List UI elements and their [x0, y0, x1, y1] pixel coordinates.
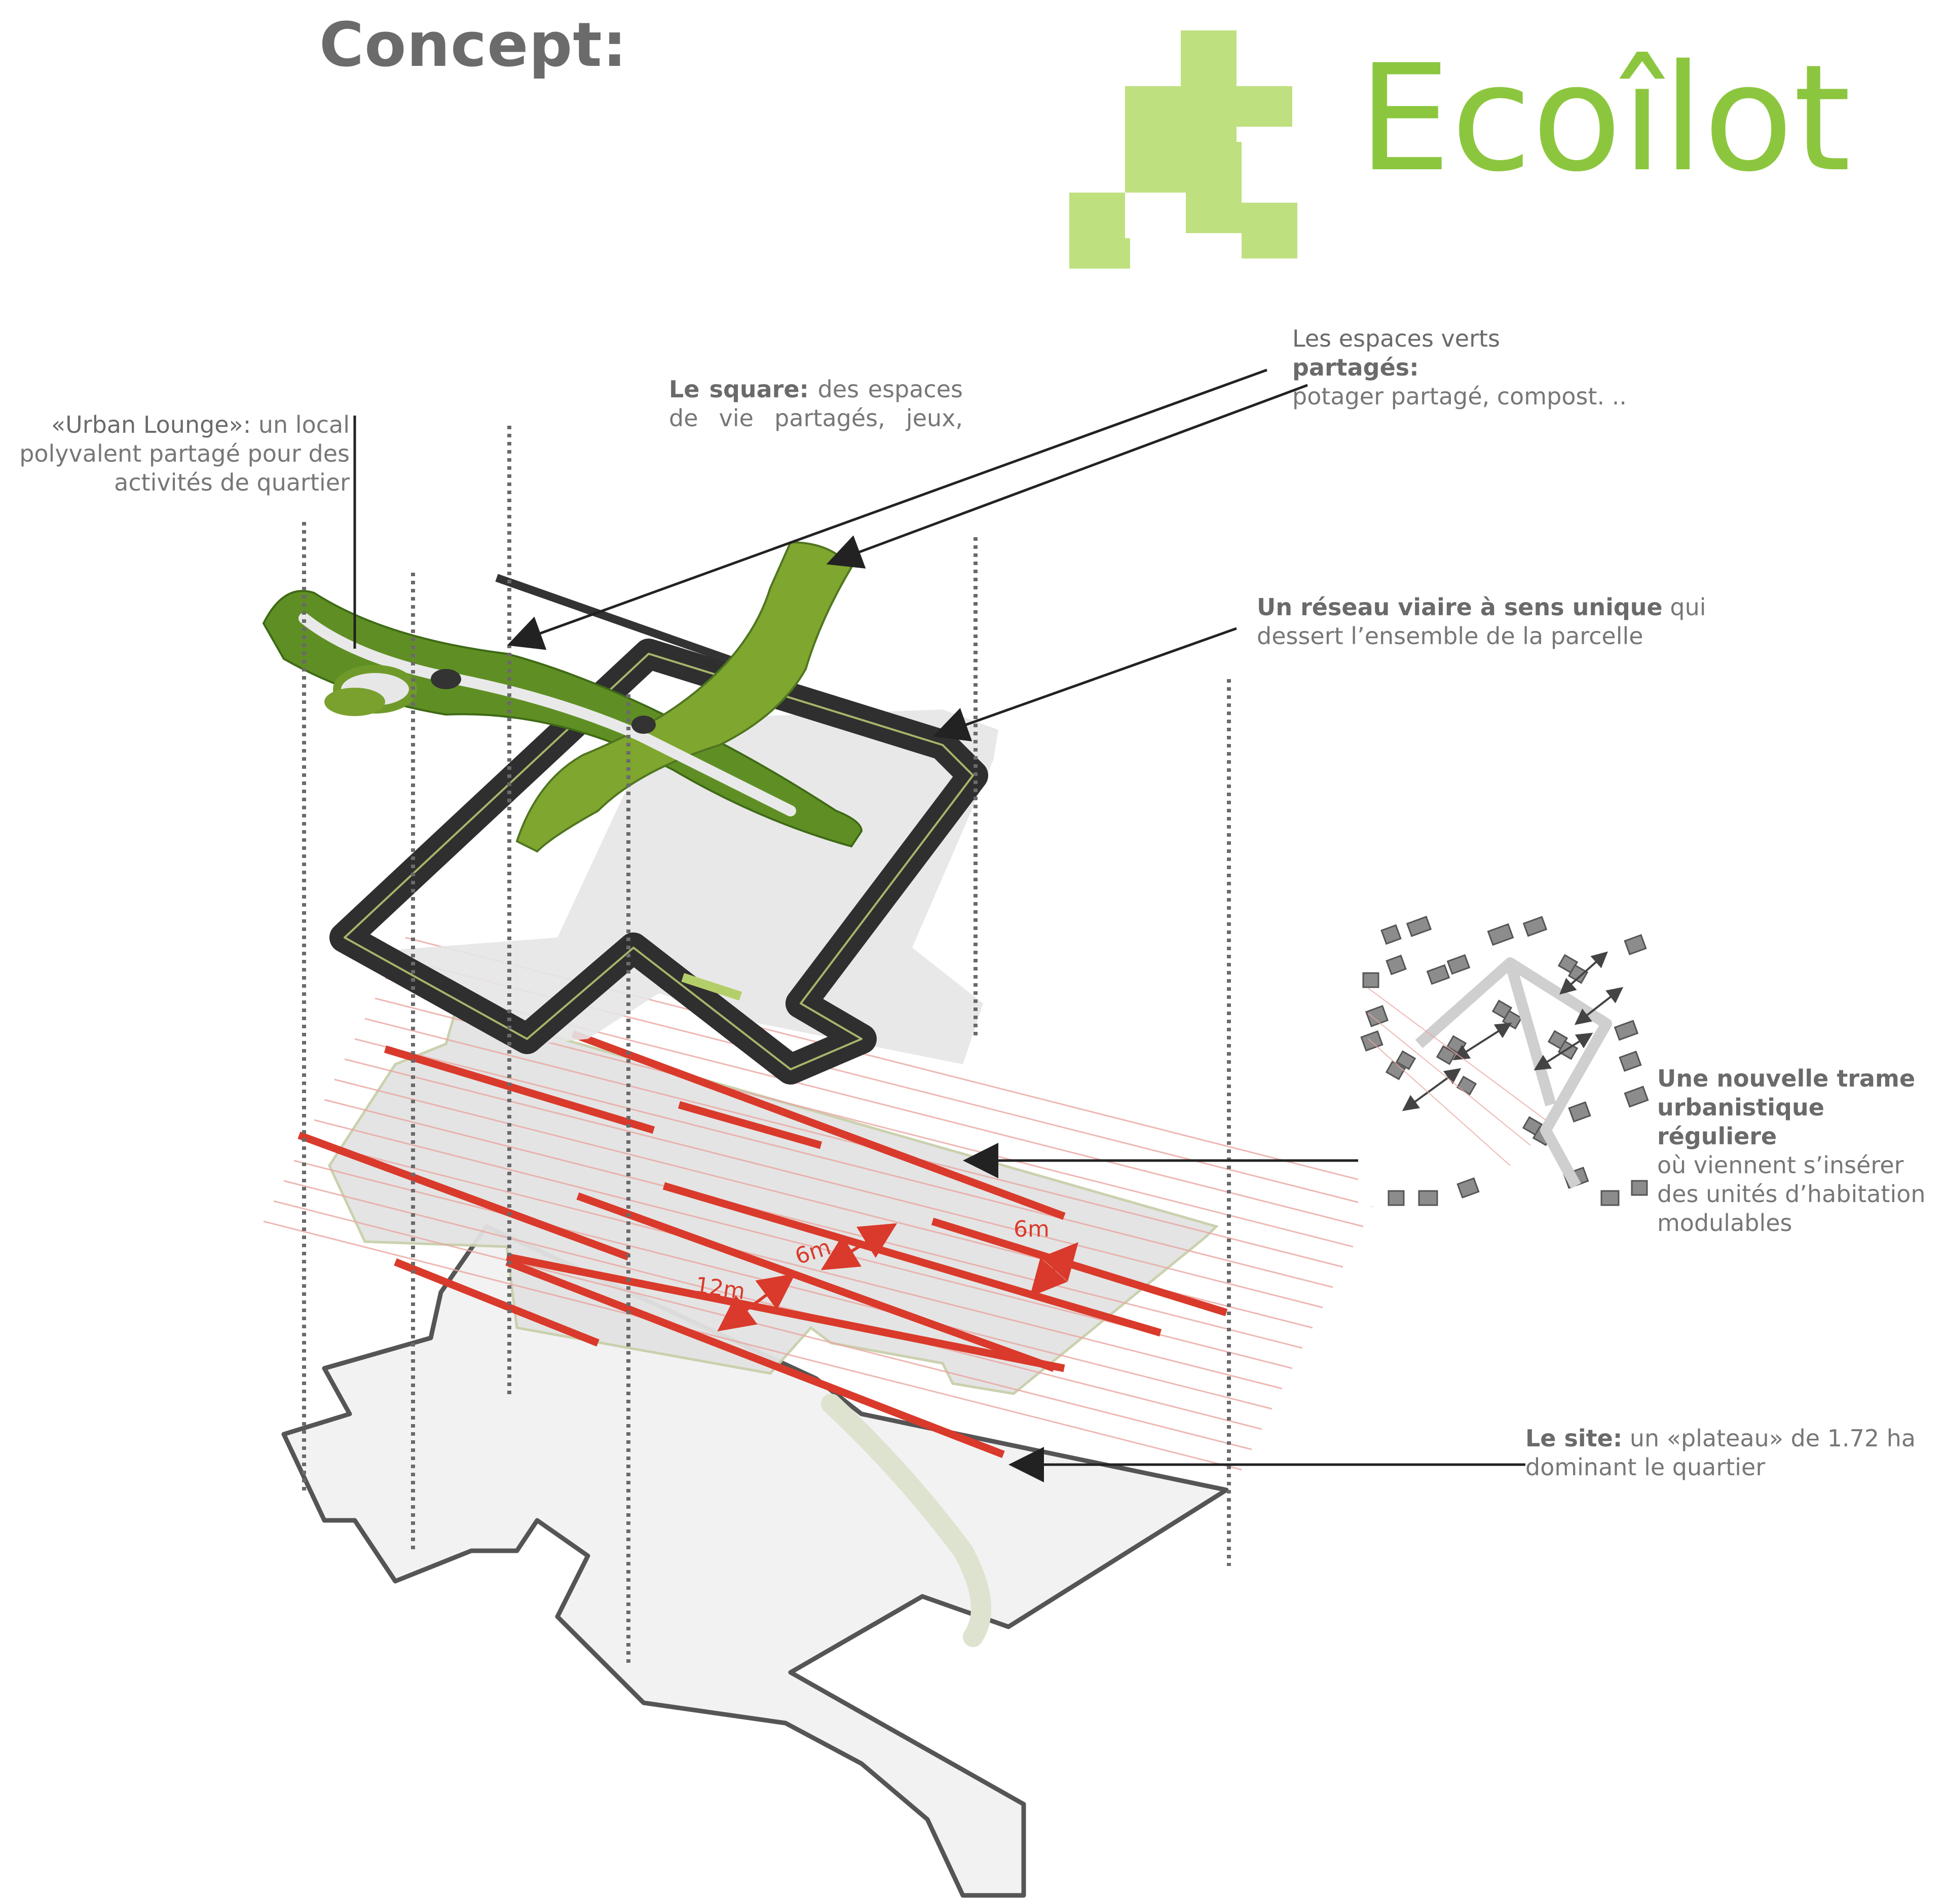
annotation-site: Le site: un «plateau» de 1.72 ha dominan…	[1525, 1424, 1931, 1482]
annotation-urban-lounge: «Urban Lounge»: un local polyvalent part…	[5, 410, 350, 497]
dimension-6m-2: 6m	[1014, 1216, 1050, 1242]
annotation-green-spaces: Les espaces verts partagés: potager part…	[1292, 324, 1698, 411]
annotation-urban-grid: Une nouvelle trame urbanistique régulier…	[1657, 1064, 1941, 1238]
annotation-road-network: Un réseau viaire à sens unique qui desse…	[1257, 593, 1713, 651]
inset-plan	[1358, 917, 1648, 1206]
annotation-square: Le square: des espaces de vie partagés, …	[669, 375, 963, 433]
road-layer	[264, 542, 998, 1069]
